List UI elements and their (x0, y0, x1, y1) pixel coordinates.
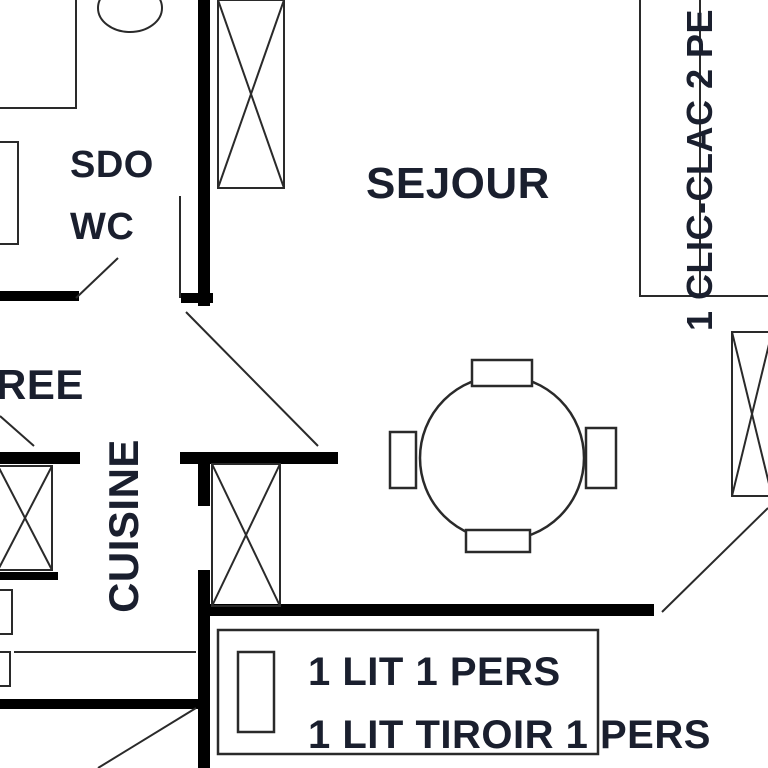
wardrobe-entree (0, 465, 53, 571)
wardrobe-right (731, 331, 768, 497)
furniture-label-bed-trundle: 1 LIT TIROIR 1 PERS (308, 713, 711, 757)
bathroom-fixture-box (0, 0, 77, 109)
door-swing-sdo (75, 257, 119, 299)
chair-left (388, 430, 418, 490)
kitchen-appliance (0, 589, 13, 635)
sofa-bed (639, 0, 768, 297)
toilet-bowl (97, 0, 163, 33)
door-swing-entree-left (0, 415, 35, 447)
kitchen-appliance-2 (0, 651, 11, 687)
bed-frame (216, 628, 600, 756)
chair-bottom (464, 528, 532, 554)
furniture-label-clic-clac: 1 CLIC-CLAC 2 PE (679, 8, 720, 332)
wardrobe-top (217, 0, 285, 189)
door-swing-bottom-left (97, 707, 197, 768)
chair-right (584, 426, 618, 490)
bed (216, 628, 600, 756)
room-label-sejour: SEJOUR (366, 159, 550, 208)
bed-pillow (236, 650, 276, 734)
chair-top (470, 358, 534, 388)
furniture-label-bed-single: 1 LIT 1 PERS (308, 650, 561, 694)
table-top (418, 374, 586, 542)
room-label-cuisine: CUISINE (100, 439, 147, 613)
dining-table (388, 358, 618, 554)
walls (0, 0, 654, 768)
wardrobe-kitchen (211, 463, 281, 607)
door-swing-entree (185, 311, 319, 447)
room-label-entree: REE (0, 361, 84, 408)
bathroom-cabinet (0, 141, 19, 245)
door-swing-right (661, 507, 768, 613)
room-label-sdo: SDO (70, 144, 154, 186)
room-label-wc: WC (70, 206, 135, 248)
